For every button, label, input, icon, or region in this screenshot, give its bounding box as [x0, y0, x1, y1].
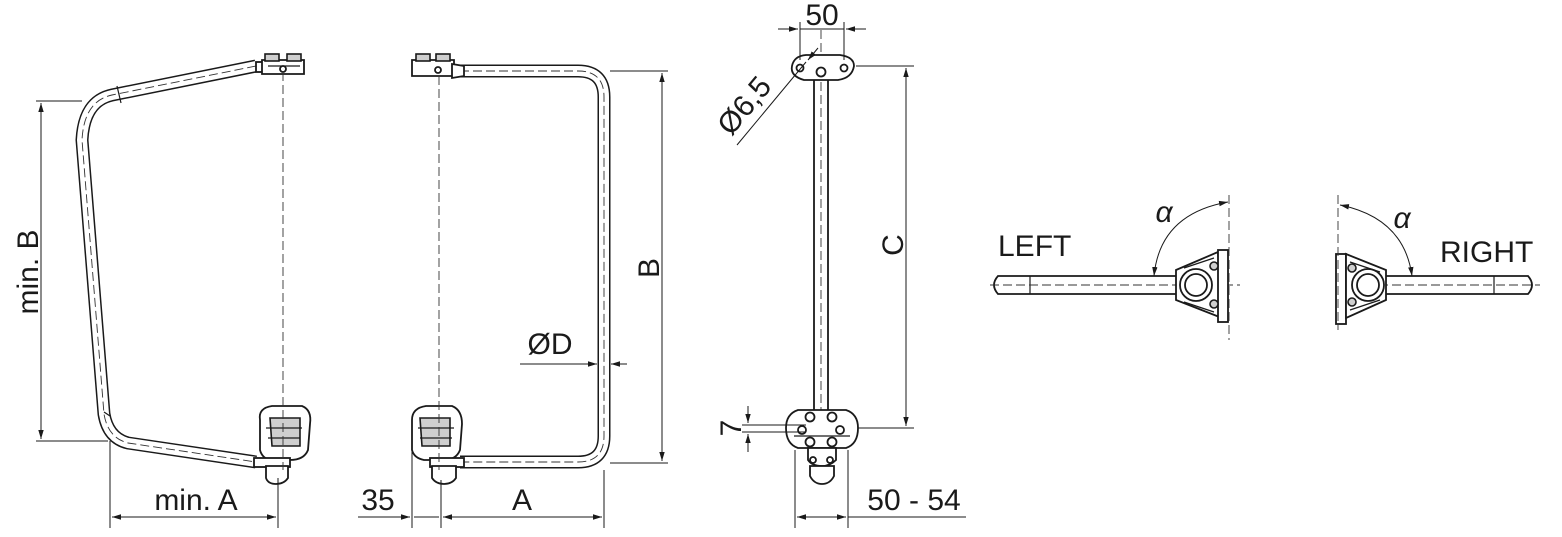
- dim-diameter-d: ØD: [528, 328, 573, 361]
- top-mount-2: [411, 53, 465, 80]
- dim-offset-35: 35: [361, 484, 394, 517]
- dim-hole-6-5: Ø6,5: [711, 70, 778, 141]
- label-right: RIGHT: [1440, 236, 1533, 269]
- dim-range-50-54: 50 - 54: [867, 484, 960, 517]
- top-mount: [255, 53, 305, 75]
- top-plate: [790, 54, 855, 81]
- left-mount: [1175, 249, 1229, 323]
- label-left: LEFT: [998, 230, 1071, 263]
- bottom-clamp: [785, 409, 859, 485]
- bottom-mount: [253, 405, 312, 485]
- dim-height-7: 7: [715, 420, 748, 437]
- view-min-dimensions: min. B min. A: [12, 53, 312, 528]
- dim-min-a: min. A: [154, 484, 237, 517]
- bottom-mount-2: [411, 405, 465, 485]
- dim-c: C: [877, 234, 910, 256]
- right-mount: [1335, 252, 1387, 325]
- dim-b: B: [633, 258, 666, 278]
- view-side: 50 Ø6,5 C 7 50 - 54: [711, 0, 966, 528]
- view-main-dimensions: B ØD 35 A: [358, 53, 668, 528]
- dim-min-b: min. B: [12, 229, 45, 314]
- view-right: α RIGHT: [1335, 195, 1540, 330]
- arm-pipe-u: [460, 64, 611, 469]
- view-left: α LEFT: [990, 195, 1240, 340]
- right-alpha: α: [1393, 202, 1411, 235]
- dim-width-50: 50: [805, 0, 838, 32]
- dim-a: A: [512, 484, 532, 517]
- left-alpha: α: [1155, 196, 1173, 229]
